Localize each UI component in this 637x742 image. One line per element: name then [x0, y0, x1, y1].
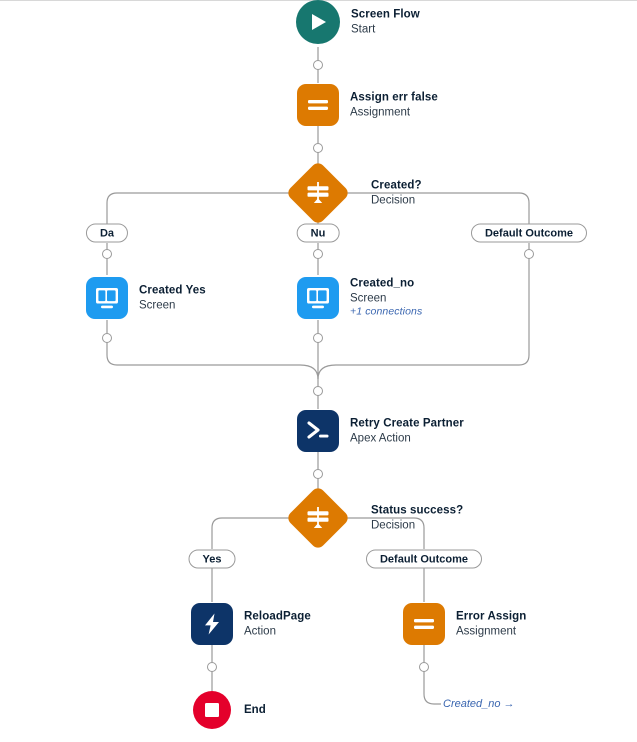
decision-node-badge[interactable] [285, 485, 351, 551]
node-title: ReloadPage [244, 610, 311, 623]
node-subtitle: Screen [350, 292, 387, 305]
connector-add-dot[interactable] [313, 469, 323, 479]
node-status-success-decision-label: Status success? Decision [371, 503, 463, 532]
connector-add-dot[interactable] [313, 143, 323, 153]
node-title: Screen Flow [351, 8, 420, 21]
connector-add-dot[interactable] [207, 662, 217, 672]
node-start[interactable]: Screen Flow Start [296, 0, 420, 44]
node-error-assign[interactable]: Error Assign Assignment [403, 603, 526, 645]
goto-link-created-no[interactable]: Created_no → [443, 698, 515, 710]
connector-add-dot[interactable] [102, 333, 112, 343]
apex-terminal-icon [307, 421, 329, 439]
node-reload-page[interactable]: ReloadPage Action [191, 603, 311, 645]
connector-add-dot[interactable] [419, 662, 429, 672]
node-title: Created_no [350, 277, 415, 290]
action-node-badge[interactable] [191, 603, 233, 645]
connector-add-dot[interactable] [102, 249, 112, 259]
branch-pill-yes[interactable]: Yes [188, 549, 236, 569]
assignment-icon [308, 100, 328, 110]
connector-add-dot[interactable] [313, 249, 323, 259]
node-created-decision-label: Created? Decision [371, 178, 422, 207]
branch-pill-default-outcome[interactable]: Default Outcome [470, 223, 588, 243]
lightning-bolt-icon [205, 613, 219, 635]
decision-signpost-icon [307, 507, 329, 528]
apex-action-node-badge[interactable] [297, 410, 339, 452]
node-retry-create-partner-label: Retry Create Partner Apex Action [350, 416, 464, 445]
assignment-node-badge[interactable] [403, 603, 445, 645]
node-created-no[interactable]: Created_no Screen +1 connections [297, 277, 422, 319]
branch-pill-nu[interactable]: Nu [296, 223, 340, 243]
node-assign-err-false[interactable]: Assign err false Assignment [297, 84, 438, 126]
assignment-icon [414, 619, 434, 629]
decision-signpost-icon [307, 182, 329, 203]
assignment-node-badge[interactable] [297, 84, 339, 126]
node-subtitle: Decision [371, 519, 416, 531]
node-created-yes-label: Created Yes Screen [139, 283, 206, 312]
node-subtitle: Start [351, 23, 376, 35]
connector-add-dot[interactable] [524, 249, 534, 259]
branch-pill-da[interactable]: Da [85, 223, 129, 243]
node-end[interactable]: End [193, 691, 266, 729]
node-assign-err-false-label: Assign err false Assignment [350, 90, 438, 119]
play-icon [312, 14, 326, 30]
node-subtitle: Screen [139, 299, 176, 311]
node-subtitle: Apex Action [350, 432, 411, 444]
node-connections-count[interactable]: +1 connections [350, 306, 423, 318]
connector-add-dot[interactable] [313, 333, 323, 343]
node-reload-page-label: ReloadPage Action [244, 609, 311, 638]
node-end-label: End [244, 704, 266, 716]
connector-add-dot[interactable] [313, 60, 323, 70]
screen-node-badge[interactable] [297, 277, 339, 319]
node-subtitle: Action [244, 625, 276, 637]
node-error-assign-label: Error Assign Assignment [456, 609, 526, 638]
start-node-badge[interactable] [296, 0, 340, 44]
node-title: Created? [371, 179, 422, 192]
screen-icon [96, 288, 118, 309]
node-created-yes[interactable]: Created Yes Screen [86, 277, 206, 319]
node-title: Status success? [371, 504, 464, 517]
node-retry-create-partner[interactable]: Retry Create Partner Apex Action [297, 410, 464, 452]
end-node-badge[interactable] [193, 691, 231, 729]
decision-node-badge[interactable] [285, 160, 351, 226]
node-title: Error Assign [456, 610, 527, 623]
end-stop-icon [205, 703, 219, 717]
node-title: Created Yes [139, 284, 206, 297]
screen-node-badge[interactable] [86, 277, 128, 319]
node-subtitle: Decision [371, 194, 416, 206]
node-start-label: Screen Flow Start [351, 7, 420, 36]
node-subtitle: Assignment [350, 106, 411, 118]
node-status-success-decision[interactable]: Status success? Decision [285, 485, 463, 551]
connector-add-dot[interactable] [313, 386, 323, 396]
node-subtitle: Assignment [456, 625, 517, 637]
node-title: Retry Create Partner [350, 417, 464, 430]
screen-icon [307, 288, 329, 309]
node-created-no-label: Created_no Screen +1 connections [350, 277, 422, 320]
node-title: Assign err false [350, 91, 438, 104]
branch-pill-default-outcome[interactable]: Default Outcome [365, 549, 483, 569]
node-created-decision[interactable]: Created? Decision [285, 160, 422, 226]
